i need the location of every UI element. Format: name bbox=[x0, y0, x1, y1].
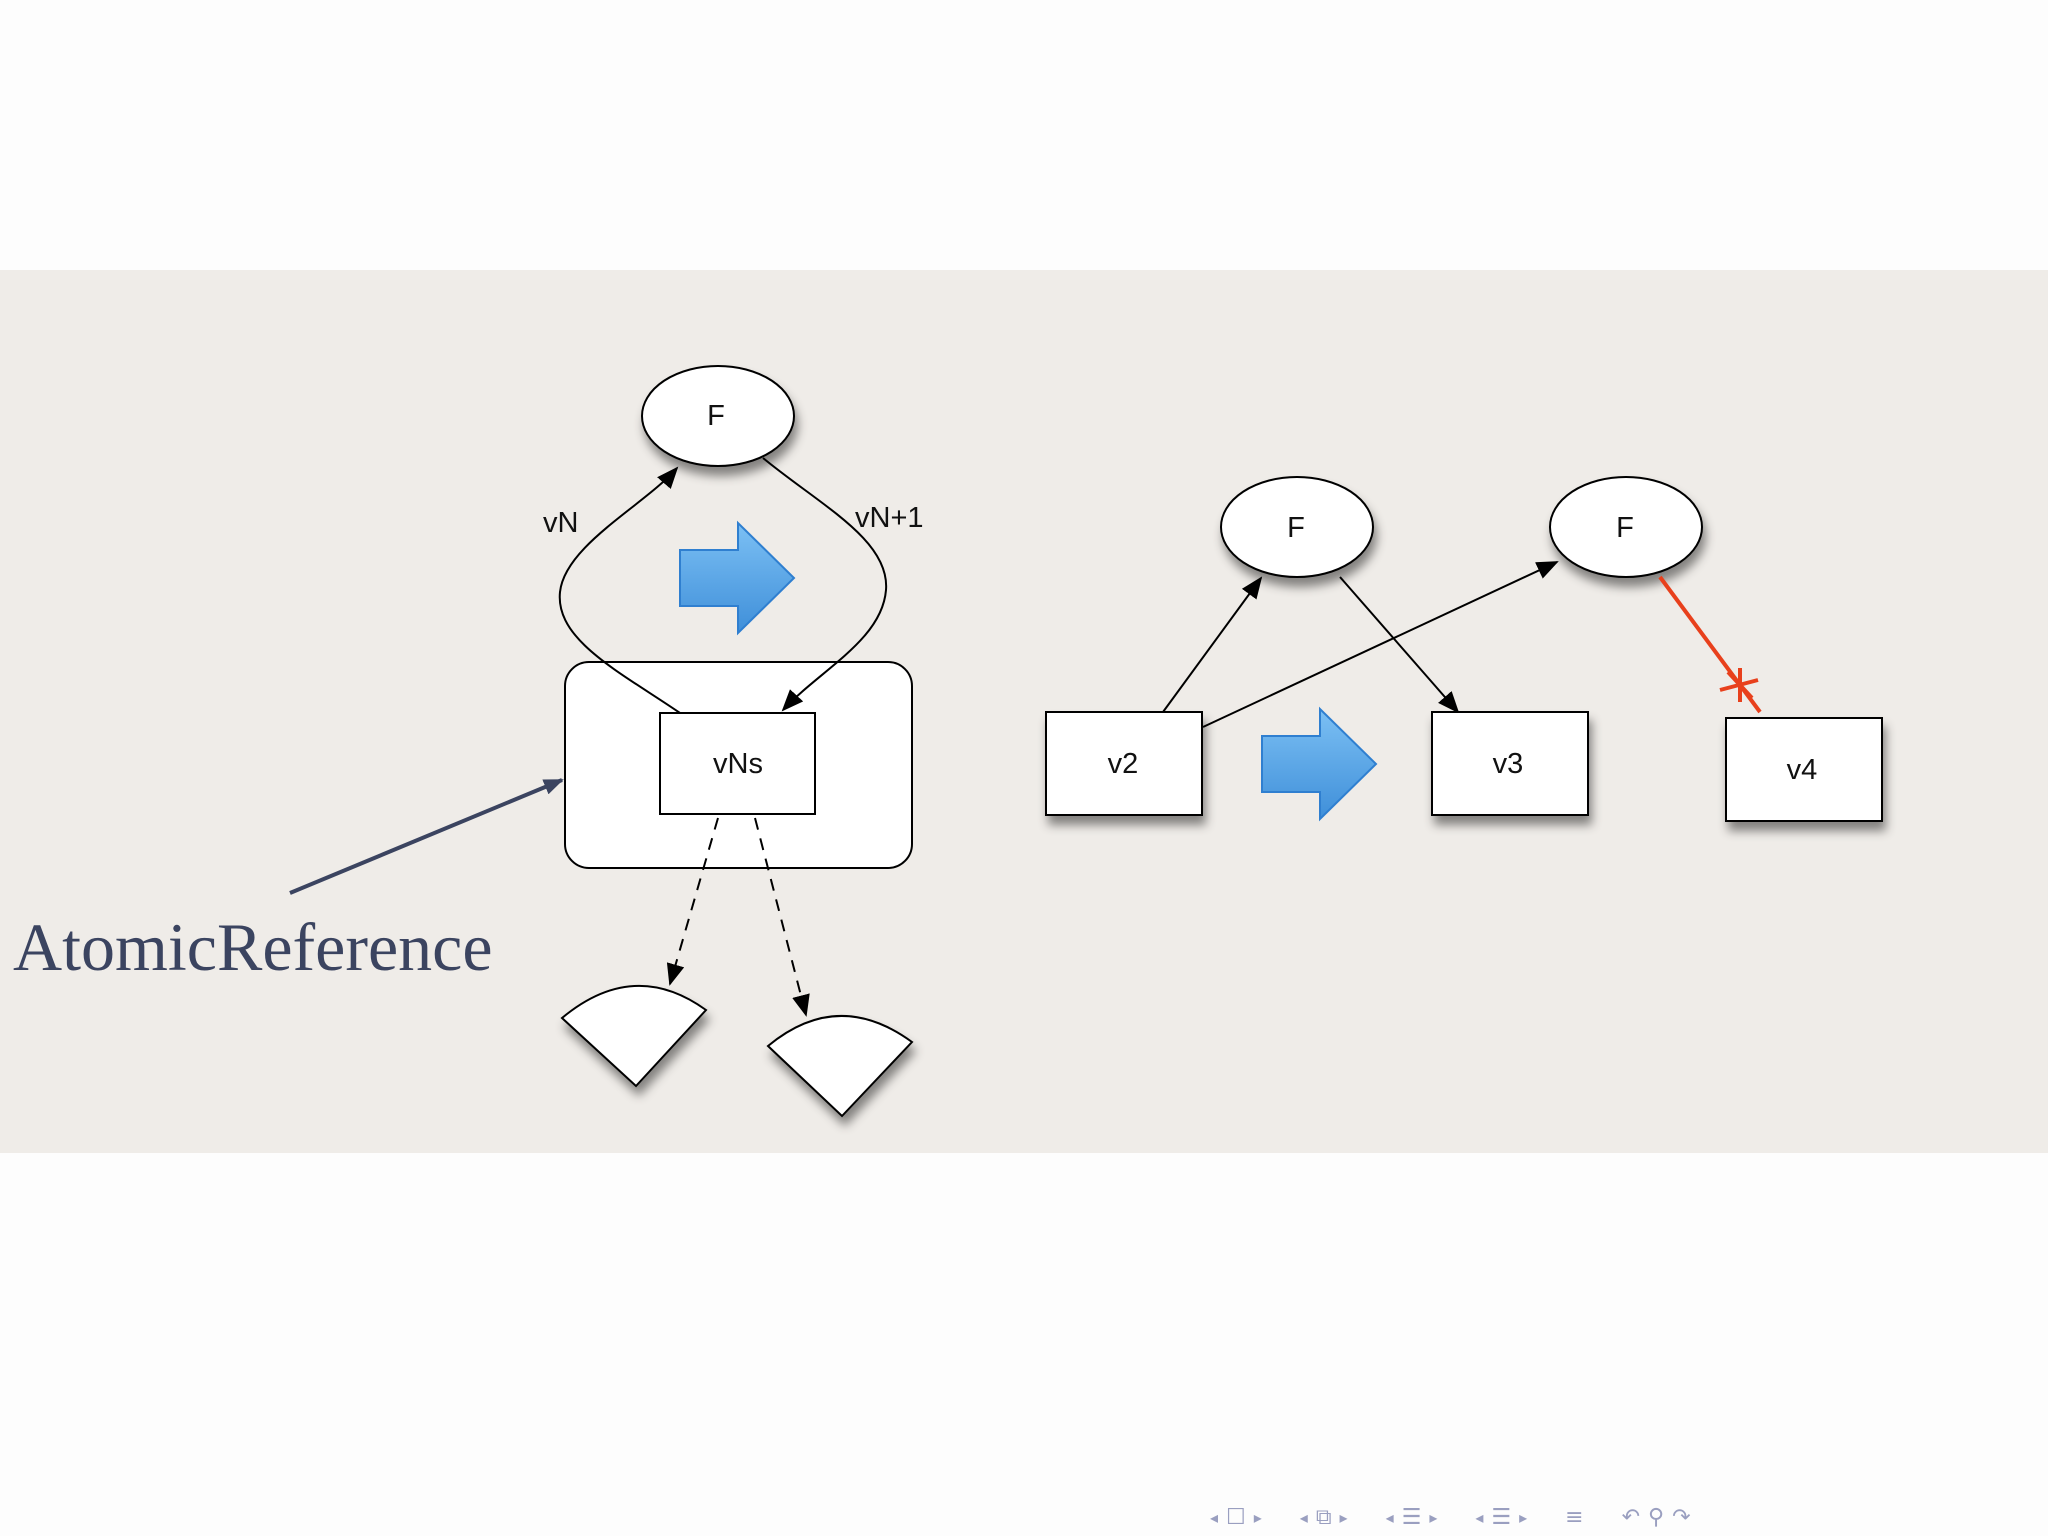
beamer-navigation-bar: ◂ ☐ ▸ ◂ ⧉ ▸ ◂ ☰ ▸ ◂ ☰ ▸ ≡ ↶ ⚲ ↷ bbox=[1210, 1500, 1691, 1534]
prev-frame-icon[interactable]: ◂ bbox=[1210, 1507, 1219, 1527]
transition-arrow-right bbox=[1261, 706, 1378, 822]
edge-v2-to-f2 bbox=[1202, 561, 1559, 728]
atomic-reference-caption: AtomicReference bbox=[13, 909, 493, 985]
forward-icon[interactable]: ↷ bbox=[1672, 1504, 1691, 1530]
edge-v2-to-f1 bbox=[1162, 576, 1263, 713]
atomic-reference-pointer bbox=[289, 778, 564, 895]
left-diagram: F vN vN+1 vNs AtomicReference bbox=[13, 365, 924, 1118]
node-vns bbox=[659, 712, 816, 815]
wedge-shape-left bbox=[560, 985, 708, 1088]
transition-arrow-left bbox=[679, 520, 796, 636]
dashed-edge-left bbox=[666, 817, 719, 986]
prev-section-icon[interactable]: ◂ bbox=[1385, 1507, 1394, 1527]
search-icon[interactable]: ⚲ bbox=[1648, 1504, 1665, 1530]
node-f-right-1 bbox=[1220, 476, 1374, 578]
prev-document-icon[interactable]: ◂ bbox=[1475, 1507, 1484, 1527]
node-f-right-1-label: F bbox=[1287, 512, 1305, 544]
next-frame-icon[interactable]: ▸ bbox=[1253, 1507, 1262, 1527]
edge-vn-label: vN bbox=[543, 507, 578, 539]
next-document-icon[interactable]: ▸ bbox=[1519, 1507, 1528, 1527]
right-diagram: F F v2 v3 v4 bbox=[1045, 476, 1883, 822]
edge-f1-to-v3 bbox=[1339, 576, 1460, 714]
node-v3 bbox=[1431, 711, 1589, 816]
edge-vn-plus-1 bbox=[762, 457, 888, 712]
align-icon[interactable]: ≡ bbox=[1565, 1504, 1584, 1530]
cut-mark-icon bbox=[1719, 668, 1759, 702]
node-vns-label: vNs bbox=[713, 748, 763, 780]
node-f-left-label: F bbox=[707, 400, 725, 432]
node-v3-label: v3 bbox=[1493, 748, 1524, 780]
node-v4 bbox=[1725, 717, 1883, 822]
node-f-right-2 bbox=[1549, 476, 1703, 578]
edge-vn-plus-1-label: vN+1 bbox=[855, 502, 924, 534]
next-subsection-icon[interactable]: ▸ bbox=[1339, 1507, 1348, 1527]
node-v2 bbox=[1045, 711, 1203, 816]
node-v2-label: v2 bbox=[1108, 748, 1139, 780]
node-f-right-2-label: F bbox=[1616, 512, 1634, 544]
next-section-icon[interactable]: ▸ bbox=[1429, 1507, 1438, 1527]
dashed-edge-right bbox=[754, 817, 810, 1017]
subsection-icon[interactable]: ⧉ bbox=[1315, 1504, 1332, 1530]
frame-icon[interactable]: ☐ bbox=[1226, 1504, 1246, 1530]
node-f-left bbox=[641, 365, 795, 467]
node-v4-label: v4 bbox=[1787, 754, 1818, 786]
document-icon[interactable]: ☰ bbox=[1491, 1504, 1512, 1530]
section-icon[interactable]: ☰ bbox=[1401, 1504, 1422, 1530]
edge-vn bbox=[558, 466, 681, 714]
diagram-photo-panel bbox=[0, 270, 2048, 1153]
back-icon[interactable]: ↶ bbox=[1621, 1504, 1641, 1530]
prev-subsection-icon[interactable]: ◂ bbox=[1299, 1507, 1308, 1527]
wedge-shape-right bbox=[766, 1015, 914, 1118]
